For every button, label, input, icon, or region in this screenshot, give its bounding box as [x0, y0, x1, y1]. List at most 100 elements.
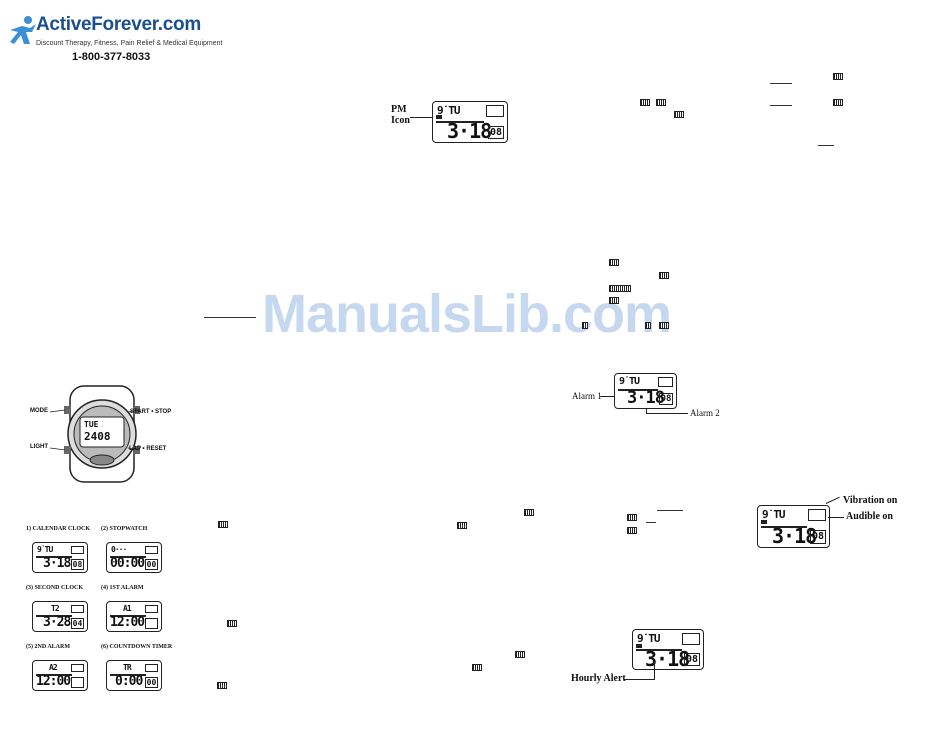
lcd-badge	[145, 605, 158, 613]
lcd-badge	[658, 377, 673, 387]
alarm-2-label: Alarm 2	[690, 408, 720, 418]
lcd-bar	[36, 615, 72, 617]
lcd-main: 3·18	[772, 524, 817, 548]
lcd-main: 0:00	[115, 674, 143, 689]
pm-icon-label: PM Icon	[391, 104, 410, 126]
pm-display: 9˙TU 3·18 08	[432, 101, 508, 143]
rule-line	[646, 522, 656, 523]
lcd-main: 3·28	[43, 615, 71, 630]
glyph-box	[645, 322, 651, 329]
lcd-main: 3·18	[645, 647, 690, 671]
glyph-box	[627, 514, 637, 521]
mode-display-calendar-clock: 9˙TU 3·18 08	[32, 542, 88, 573]
brand-tagline: Discount Therapy, Fitness, Pain Relief &…	[36, 40, 223, 47]
lcd-bar	[110, 615, 146, 617]
glyph-box	[659, 322, 669, 329]
watch-face-top: TUE	[84, 420, 99, 429]
vibration-on-label: Vibration on	[843, 495, 898, 506]
lap-reset-button-label: LAP • RESET	[129, 446, 167, 452]
lcd-top: 9˙TU	[619, 376, 640, 387]
lcd-bar	[618, 389, 658, 391]
mode-caption-calendar-clock: 1) CALENDAR CLOCK	[26, 526, 91, 532]
lcd-bar	[636, 649, 682, 651]
lcd-bar	[761, 526, 807, 528]
alarm-2-pointer-line	[646, 413, 688, 414]
lcd-top: 0···	[111, 545, 127, 554]
lcd-badge	[486, 105, 504, 117]
lcd-bar	[436, 121, 484, 123]
lcd-top: 9˙TU	[637, 632, 660, 645]
lcd-bar	[110, 556, 146, 558]
glyph-box	[609, 285, 631, 292]
pm-pointer-line	[410, 117, 434, 118]
mode-display-second-clock: T2 3·28 04	[32, 601, 88, 632]
mode-display-countdown-timer: TR 0:00 00	[106, 660, 162, 691]
watch-face-main: 2408	[84, 430, 111, 443]
mode-caption-second-alarm: (5) 2ND ALARM	[26, 644, 70, 650]
pm-indicator	[436, 115, 442, 119]
hourly-pointer-line	[624, 679, 655, 680]
glyph-box	[640, 99, 650, 106]
watermark: ManualsLib.com	[262, 284, 672, 344]
lcd-top: A2	[49, 663, 58, 672]
glyph-box	[833, 73, 843, 80]
brand-header: ActiveForever.com Discount Therapy, Fitn…	[8, 14, 223, 66]
lcd-side: 08	[71, 559, 84, 570]
lcd-side: 08	[488, 126, 504, 139]
mode-caption-first-alarm: (4) 1ST ALARM	[101, 585, 144, 591]
glyph-box	[524, 509, 534, 516]
vibration-display: 9˙TU 3·18 08	[757, 505, 830, 548]
mode-button-label: MODE	[30, 408, 48, 414]
lcd-side	[71, 677, 84, 688]
lcd-top: A1	[123, 604, 132, 613]
lcd-top: T2	[51, 604, 60, 613]
audible-on-label: Audible on	[846, 511, 893, 522]
lcd-main: 12:00	[110, 615, 145, 630]
mode-display-stopwatch: 0··· 00:00 00	[106, 542, 162, 573]
glyph-box	[833, 99, 843, 106]
alarm-display: 9˙TU 3·18 08	[614, 373, 677, 409]
mode-display-second-alarm: A2 12:00	[32, 660, 88, 691]
lcd-top: TR	[123, 663, 132, 672]
rule-line	[770, 83, 792, 84]
lcd-side	[145, 618, 158, 629]
hourly-display: 9˙TU 3·18 08	[632, 629, 704, 671]
lcd-main: 3·18	[447, 119, 492, 143]
glyph-box	[227, 620, 237, 627]
glyph-box	[582, 322, 588, 329]
glyph-box	[217, 682, 227, 689]
alarm-1-label: Alarm 1	[572, 391, 602, 401]
lcd-top: 9˙TU	[37, 545, 53, 554]
lcd-badge	[71, 605, 84, 613]
pm-indicator	[761, 520, 767, 524]
lcd-badge	[71, 664, 84, 672]
lcd-main: 3·18	[43, 556, 71, 571]
glyph-box	[472, 664, 482, 671]
glyph-box	[656, 99, 666, 106]
watch-diagram: TUE 2408	[26, 384, 196, 484]
lcd-main: 12:00	[36, 674, 71, 689]
mode-caption-stopwatch: (2) STOPWATCH	[101, 526, 148, 532]
lcd-main: 00:00	[110, 556, 145, 571]
lcd-badge	[145, 546, 158, 554]
lcd-badge	[145, 664, 158, 672]
lcd-top: 9˙TU	[762, 508, 785, 521]
lcd-main: 3·18	[627, 388, 665, 408]
light-button-label: LIGHT	[30, 444, 48, 450]
glyph-box	[609, 259, 619, 266]
lcd-side: 00	[145, 677, 158, 688]
alarm-2-pointer-tick	[646, 408, 647, 414]
rule-line	[657, 510, 683, 511]
lcd-bar	[36, 556, 72, 558]
hourly-pointer-tick	[654, 662, 655, 680]
brand-name[interactable]: ActiveForever.com	[36, 14, 201, 35]
audible-pointer-line	[828, 517, 844, 518]
glyph-box	[218, 521, 228, 528]
lcd-side: 00	[145, 559, 158, 570]
mode-display-first-alarm: A1 12:00	[106, 601, 162, 632]
lcd-badge	[682, 633, 700, 645]
glyph-box	[674, 111, 684, 118]
brand-phone: 1-800-377-8033	[72, 51, 151, 63]
glyph-box	[627, 527, 637, 534]
lcd-side: 08	[659, 393, 673, 405]
